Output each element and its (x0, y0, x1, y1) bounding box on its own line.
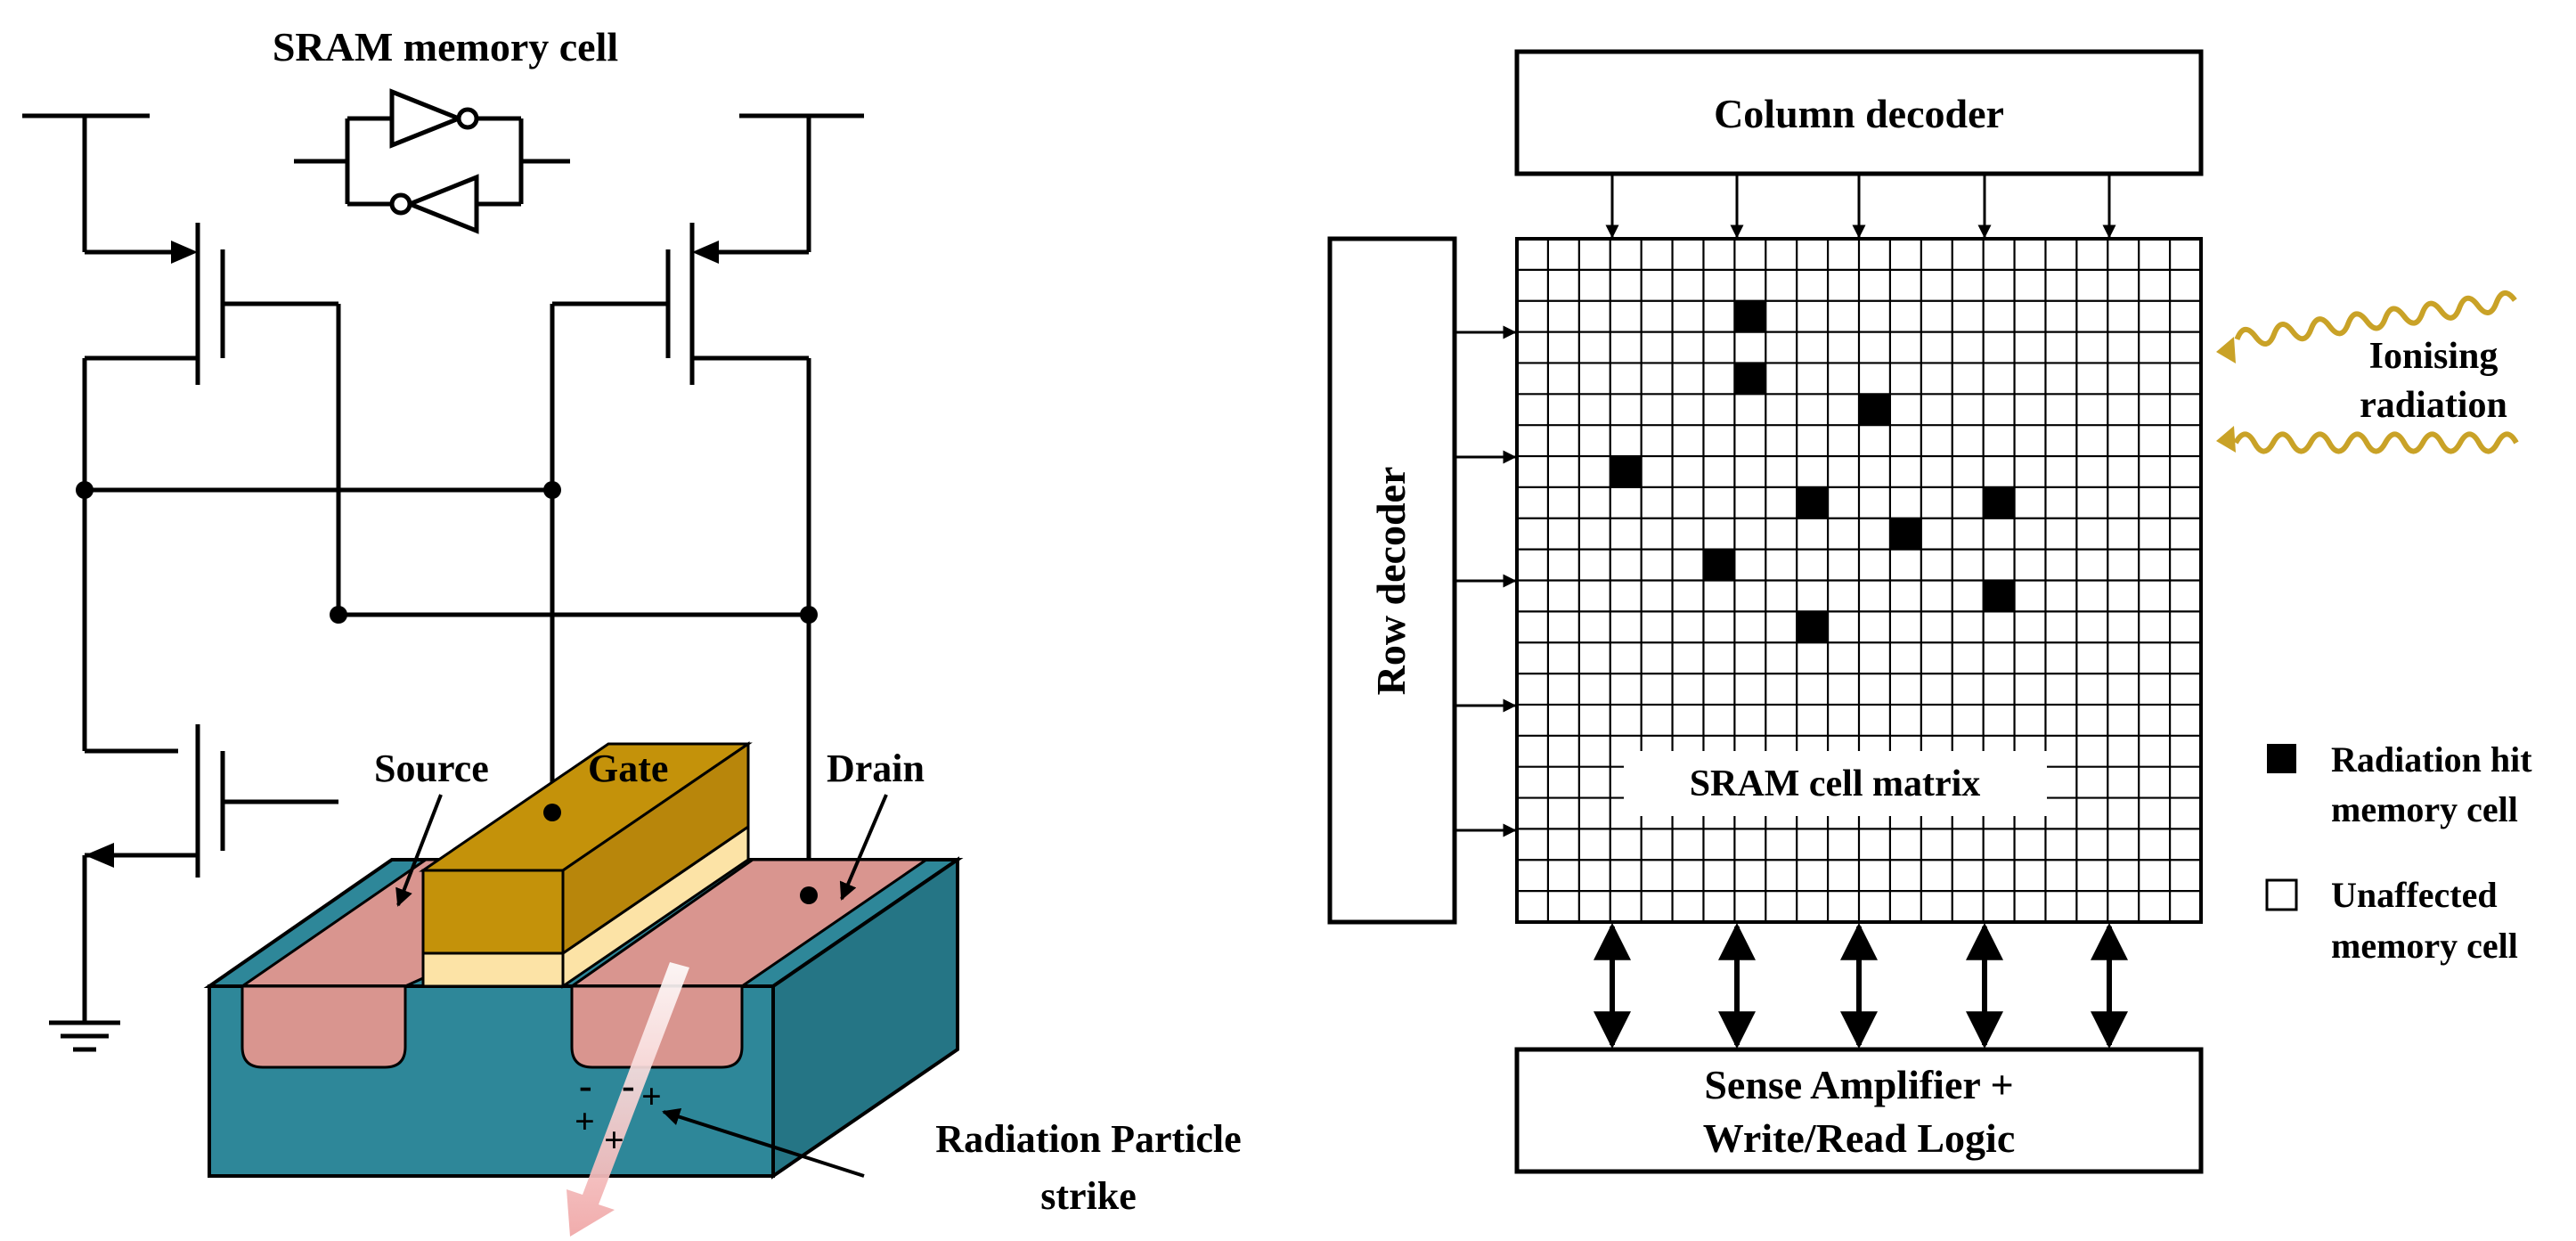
radiation-hit-cell (1889, 518, 1921, 550)
radiation-hit-cell (1983, 580, 2015, 612)
radiation-hit-cell (1610, 456, 1642, 487)
memory-array: Column decoder Row decoder SRAM cell mat… (1327, 49, 2532, 1174)
gate-contact (543, 804, 561, 821)
charge-plus-2: + (575, 1101, 595, 1141)
gate-label: Gate (588, 747, 668, 790)
radiation-label-line2: radiation (2360, 385, 2507, 426)
sram-cell-grid (1515, 237, 2203, 924)
sram-cell-schematic: SRAM memory cell (22, 24, 864, 1052)
radiation-hit-cell (1797, 486, 1829, 518)
column-decoder-box (1514, 49, 2204, 176)
particle-track-arrow (567, 962, 689, 1237)
gate-oxide-front (421, 951, 565, 988)
radiation-hit-cell (1734, 300, 1766, 332)
junction-dots (76, 481, 818, 624)
legend-unaffected-swatch (2265, 878, 2298, 911)
radiation-hit-cell (1797, 611, 1829, 643)
column-arrows (1605, 176, 2116, 239)
charge-symbols: - (579, 1064, 592, 1107)
column-decoder-label: Column decoder (1714, 91, 2004, 136)
radiation-hit-cell (1859, 394, 1890, 426)
radiation-hit-cell (1734, 363, 1766, 395)
charge-minus-2: - (622, 1064, 635, 1107)
sense-amp-arrows (1594, 922, 2128, 1049)
radiation-wave-upper (2234, 290, 2517, 347)
radiation-label-line1: Ionising (2369, 336, 2499, 377)
radiation-wave-lower (2233, 431, 2519, 454)
radiation-arrowhead-upper (2216, 337, 2236, 363)
legend-unaffected-line1: Unaffected (2331, 875, 2498, 915)
sense-amplifier-box (1514, 1047, 2204, 1174)
sense-amp-label-line2: Write/Read Logic (1703, 1115, 2015, 1161)
charge-plus-1: + (641, 1076, 662, 1116)
legend-hit-swatch (2267, 744, 2296, 773)
legend-unaffected-line2: memory cell (2331, 926, 2518, 966)
row-decoder-label: Row decoder (1368, 467, 1414, 696)
matrix-label: SRAM cell matrix (1690, 763, 1981, 804)
legend-hit-line2: memory cell (2331, 789, 2518, 829)
particle-label-line1: Radiation Particle (935, 1117, 1241, 1161)
label-pointers (395, 794, 888, 1178)
nmos-arrow-icon (85, 843, 114, 868)
pmos-arrow-left-icon (171, 241, 198, 264)
particle-label-line2: strike (1040, 1174, 1137, 1218)
charge-plus-3: + (604, 1120, 624, 1160)
sense-amp-label-line1: Sense Amplifier + (1704, 1062, 2013, 1107)
drain-label: Drain (827, 747, 925, 790)
row-arrows (1456, 325, 1517, 837)
source-label: Source (374, 747, 489, 790)
inverter-pair-icon (294, 88, 570, 234)
radiation-hit-cell (1703, 549, 1735, 581)
drain-contact (800, 886, 818, 904)
sram-cell-title: SRAM memory cell (273, 24, 618, 69)
matrix-label-bg (1624, 751, 2047, 816)
legend: Radiation hit memory cell Unaffected mem… (2265, 739, 2532, 966)
pmos-arrow-right-icon (692, 241, 719, 264)
radiation-arrowhead-lower (2216, 426, 2236, 453)
legend-hit-line1: Radiation hit (2331, 739, 2532, 780)
radiation-hit-cell (1983, 486, 2015, 518)
source-well (240, 984, 407, 1069)
mosfet-3d: - - + + + Source Gate Drain Radiation Pa… (203, 741, 1242, 1237)
row-decoder-box (1327, 236, 1457, 925)
gate-front (421, 869, 565, 955)
